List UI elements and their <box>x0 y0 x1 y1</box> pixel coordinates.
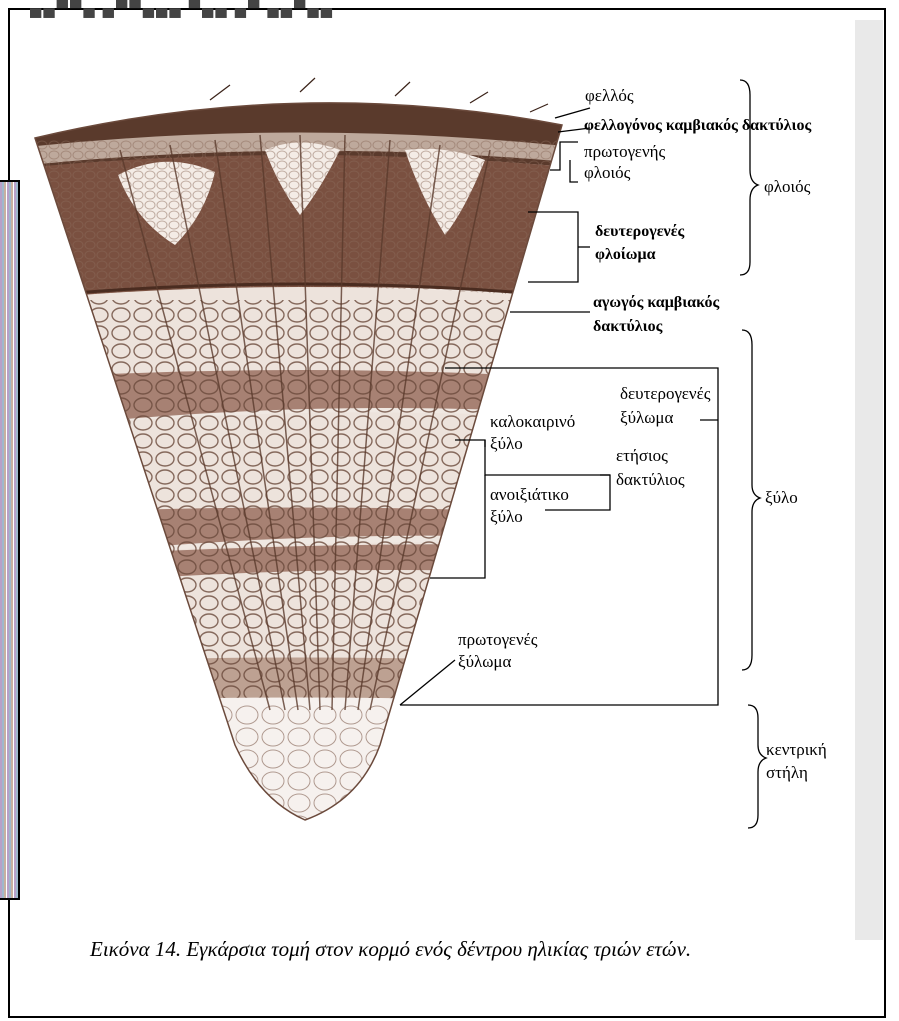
label-vascular-cambium-2: δακτύλιος <box>593 317 662 337</box>
label-pith-1: κεντρική <box>766 740 827 760</box>
label-secondary-xylem-1: δευτερογενές <box>620 384 710 404</box>
label-primary-xylem-1: πρωτογενές <box>458 630 538 650</box>
page-header-fragment: ▄▄▀▀▄ ▄▀▀▄▄▄ ▀▄▄ ▄▀ ▄▄▀▄▄ <box>30 0 450 18</box>
wedge-section <box>0 60 600 865</box>
label-floios-primary: φλοιός <box>584 163 630 183</box>
label-vascular-cambium-1: αγωγός καμβιακός <box>593 293 719 313</box>
label-secondary-phloem-1: δευτερογενές <box>595 222 684 242</box>
label-primary-xylem-2: ξύλωμα <box>458 652 511 672</box>
figure-caption: Εικόνα 14. Εγκάρσια τομή στον κορμό ενός… <box>90 937 691 962</box>
label-annual-ring-1: ετήσιος <box>616 446 668 466</box>
label-fellos: φελλός <box>585 86 634 106</box>
label-secondary-xylem-2: ξύλωμα <box>620 408 673 428</box>
label-protogenis: πρωτογενής <box>584 142 665 162</box>
label-annual-ring-2: δακτύλιος <box>616 470 685 490</box>
label-spring-wood-2: ξύλο <box>490 507 523 527</box>
label-floios: φλοιός <box>764 177 810 197</box>
label-pith-2: στήλη <box>766 763 808 783</box>
label-spring-wood-1: ανοιξιάτικο <box>490 485 569 505</box>
label-fellogonos: φελλογόνος καμβιακός δακτύλιος <box>584 116 811 136</box>
label-secondary-phloem-2: φλοίωμα <box>595 245 656 265</box>
label-xylo: ξύλο <box>765 488 798 508</box>
label-summer-wood-2: ξύλο <box>490 434 523 454</box>
label-summer-wood-1: καλοκαιρινό <box>490 412 575 432</box>
